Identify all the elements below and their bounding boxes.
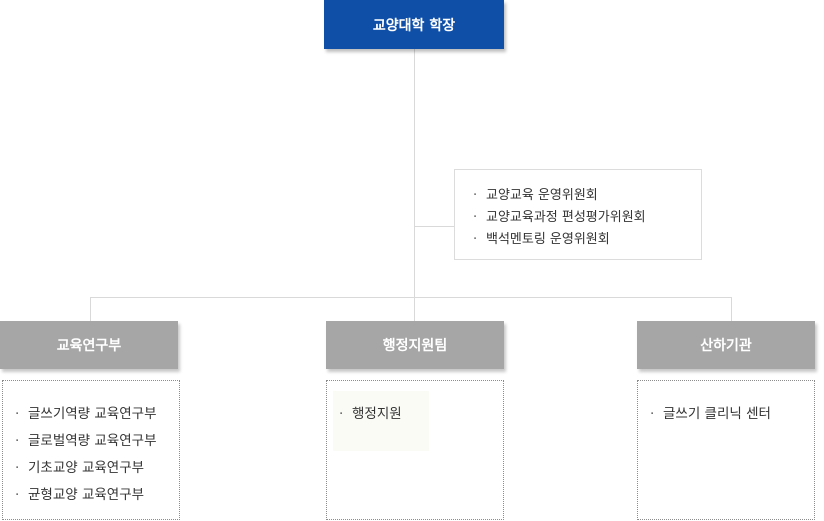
dept-admin-support-list: · 행정지원 <box>326 380 504 520</box>
dept-item-list: · 글쓰기 클리닉 센터 <box>650 401 814 428</box>
list-item: · 글쓰기 클리닉 센터 <box>650 401 814 428</box>
dept-name: 교육연구부 <box>56 338 122 354</box>
list-item-label: 기초교양 교육연구부 <box>28 460 145 476</box>
bullet-dot: · <box>15 433 20 449</box>
committee-item: · 백석멘토링 운영위원회 <box>473 229 701 251</box>
trunk-line <box>414 49 415 321</box>
committee-box: · 교양교육 운영위원회 · 교양교육과정 편성평가위원회 · 백석멘토링 운영위원회 <box>454 169 702 260</box>
committee-list: · 교양교육 운영위원회 · 교양교육과정 편성평가위원회 · 백석멘토링 운영위원회 <box>473 185 701 251</box>
dept-name: 행정지원팀 <box>382 338 448 354</box>
committee-item-label: 교양교육과정 편성평가위원회 <box>486 210 646 225</box>
bullet-dot: · <box>15 460 20 476</box>
list-item-label: 글로벌역량 교육연구부 <box>28 433 157 449</box>
dept-education-research-list: · 글쓰기역량 교육연구부 · 글로벌역량 교육연구부 · 기초교양 교육연구부 · 균… <box>2 380 180 520</box>
dept-admin-support-head: 행정지원팀 <box>326 321 504 369</box>
bullet-dot: · <box>650 406 655 422</box>
dept-affiliated-list: · 글쓰기 클리닉 센터 <box>637 380 815 520</box>
list-item: · 균형교양 교육연구부 <box>15 482 179 509</box>
dean-title: 교양대학 학장 <box>372 17 456 34</box>
dept-education-research-head: 교육연구부 <box>0 321 178 369</box>
dept-name: 산하기관 <box>700 338 752 354</box>
list-item-label: 행정지원 <box>352 406 402 422</box>
committee-connector <box>414 226 454 227</box>
branch-drop-right <box>731 297 732 321</box>
branch-drop-left <box>90 297 91 321</box>
list-item-label: 글쓰기 클리닉 센터 <box>663 406 771 422</box>
bullet-dot: · <box>339 406 344 422</box>
bullet-dot: · <box>15 487 20 503</box>
list-item-label: 균형교양 교육연구부 <box>28 487 145 503</box>
committee-item-label: 교양교육 운영위원회 <box>486 188 598 203</box>
list-item-label: 글쓰기역량 교육연구부 <box>28 406 157 422</box>
branch-line <box>90 297 731 298</box>
bullet-dot: · <box>473 232 478 247</box>
list-item: · 글로벌역량 교육연구부 <box>15 428 179 455</box>
bullet-dot: · <box>473 188 478 203</box>
dept-item-list: · 글쓰기역량 교육연구부 · 글로벌역량 교육연구부 · 기초교양 교육연구부 · 균… <box>15 401 179 509</box>
bullet-dot: · <box>473 210 478 225</box>
list-highlight <box>333 391 429 451</box>
bullet-dot: · <box>15 406 20 422</box>
committee-item: · 교양교육 운영위원회 <box>473 185 701 207</box>
dean-box: 교양대학 학장 <box>324 0 504 49</box>
list-item: · 행정지원 <box>339 401 503 428</box>
list-item: · 기초교양 교육연구부 <box>15 455 179 482</box>
committee-item-label: 백석멘토링 운영위원회 <box>486 232 610 247</box>
dept-affiliated-head: 산하기관 <box>637 321 815 369</box>
committee-item: · 교양교육과정 편성평가위원회 <box>473 207 701 229</box>
list-item: · 글쓰기역량 교육연구부 <box>15 401 179 428</box>
dept-item-list: · 행정지원 <box>339 401 503 428</box>
